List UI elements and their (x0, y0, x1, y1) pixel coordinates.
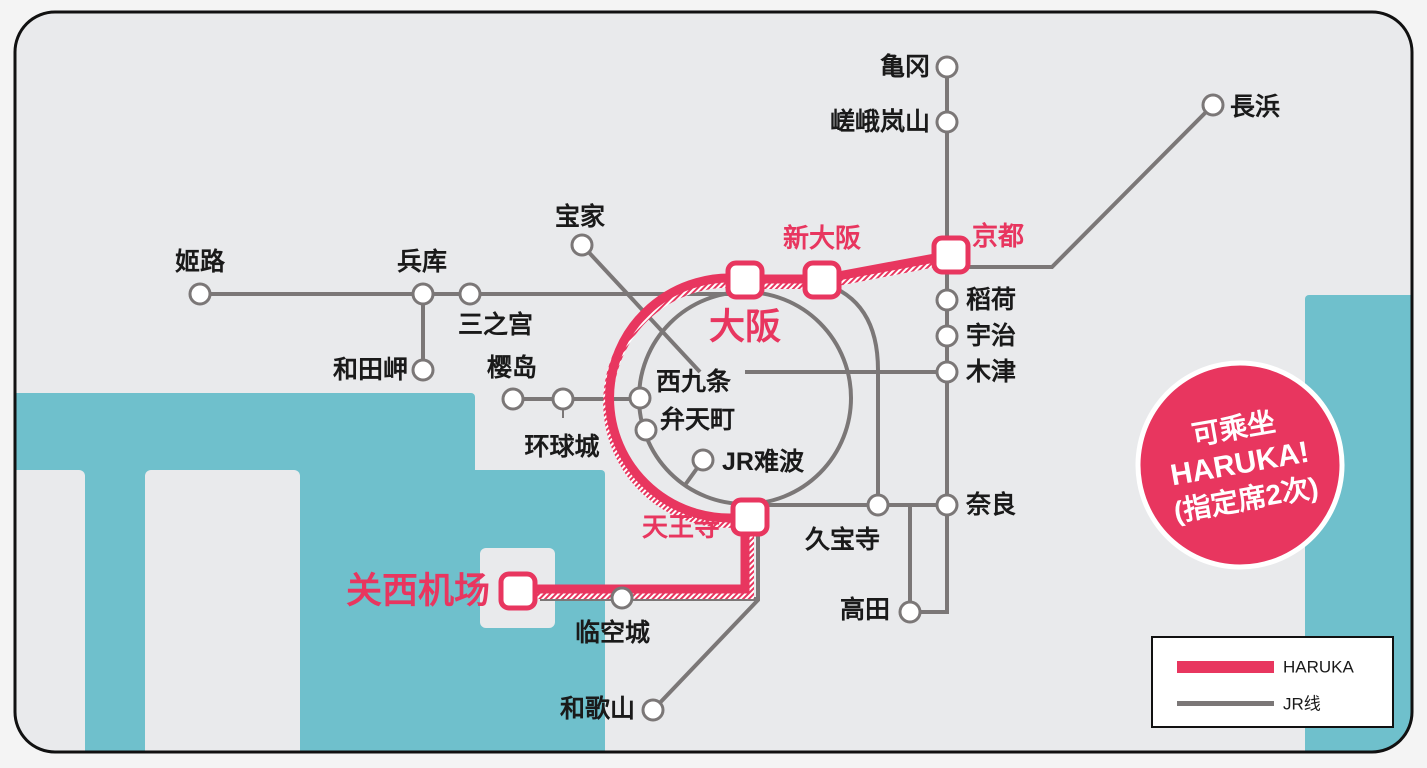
legend-jr-label: JR线 (1283, 695, 1321, 714)
station-himeji[interactable] (188, 282, 212, 306)
station-kizu[interactable] (935, 360, 959, 384)
label-kizu: 木津 (965, 358, 1016, 386)
stations (188, 55, 1225, 722)
station-saga-arashiyama[interactable] (935, 110, 959, 134)
label-himeji: 姬路 (175, 248, 226, 276)
label-nishikujo: 西九条 (656, 368, 732, 396)
station-nara[interactable] (935, 493, 959, 517)
station-bentencho[interactable] (634, 418, 658, 442)
label-wadamisaki: 和田岬 (333, 356, 408, 384)
label-osaka: 大阪 (709, 306, 781, 347)
label-hyogo: 兵库 (397, 248, 447, 276)
station-osaka[interactable] (725, 260, 765, 300)
haruka-badge: 可乘坐 HARUKA! (指定席2次) (1135, 360, 1345, 570)
station-sannomiya[interactable] (458, 282, 482, 306)
major-stations (498, 235, 971, 611)
label-jr-namba: JR难波 (722, 448, 805, 476)
station-rinku-town[interactable] (610, 586, 634, 610)
station-wakayama[interactable] (641, 698, 665, 722)
label-nara: 奈良 (965, 490, 1016, 519)
label-takada: 高田 (840, 595, 890, 624)
station-tennoji[interactable] (730, 497, 770, 537)
station-inari[interactable] (935, 288, 959, 312)
label-rinku-town: 临空城 (575, 618, 650, 647)
station-kyoto[interactable] (931, 235, 971, 275)
land-west (15, 470, 85, 752)
station-kameoka[interactable] (935, 55, 959, 79)
label-tennoji: 天王寺 (642, 512, 720, 542)
label-inari: 稻荷 (966, 286, 1016, 314)
station-uji[interactable] (935, 324, 959, 348)
label-wakayama: 和歌山 (560, 695, 635, 723)
haruka-line (518, 250, 952, 599)
station-takada[interactable] (898, 600, 922, 624)
label-sakurajima: 樱岛 (487, 353, 537, 382)
takarazuka-line (580, 243, 702, 374)
label-kansai-airport: 关西机场 (346, 570, 490, 611)
station-universal-city[interactable] (551, 387, 575, 411)
station-hyogo[interactable] (411, 282, 435, 306)
station-jr-namba[interactable] (691, 448, 715, 472)
label-uji: 宇治 (966, 321, 1016, 350)
station-sakurajima[interactable] (501, 387, 525, 411)
label-bentencho: 弁天町 (660, 405, 735, 434)
station-labels: 亀冈 嵯峨岚山 長浜 姬路 兵库 三之宫 和田岬 宝家 樱岛 环球城 西九条 弁… (175, 52, 1280, 723)
legend-jr-swatch (1177, 701, 1274, 706)
label-universal-city: 环球城 (524, 433, 599, 461)
legend: HARUKA JR线 (1151, 636, 1394, 728)
label-kyoto: 京都 (972, 221, 1024, 251)
legend-haruka-label: HARUKA (1283, 658, 1355, 677)
label-shin-osaka: 新大阪 (783, 223, 861, 253)
biwako-line (947, 103, 1215, 269)
station-takarazuka[interactable] (570, 233, 594, 257)
land-island (145, 470, 300, 752)
label-kameoka: 亀冈 (880, 52, 930, 81)
station-kansai-airport[interactable] (498, 571, 538, 611)
label-sannomiya: 三之宫 (458, 310, 533, 339)
station-nagahama[interactable] (1201, 93, 1225, 117)
label-nagahama: 長浜 (1230, 93, 1280, 121)
map-frame (13, 10, 1414, 754)
legend-haruka-swatch (1177, 661, 1274, 673)
station-nishikujo[interactable] (628, 386, 652, 410)
label-kyuhoji: 久宝寺 (805, 525, 880, 554)
station-kyuhoji[interactable] (866, 493, 890, 517)
label-takarazuka: 宝家 (555, 202, 605, 231)
station-wadamisaki[interactable] (411, 358, 435, 382)
station-shin-osaka[interactable] (802, 260, 842, 300)
label-saga-arashiyama: 嵯峨岚山 (830, 108, 930, 136)
